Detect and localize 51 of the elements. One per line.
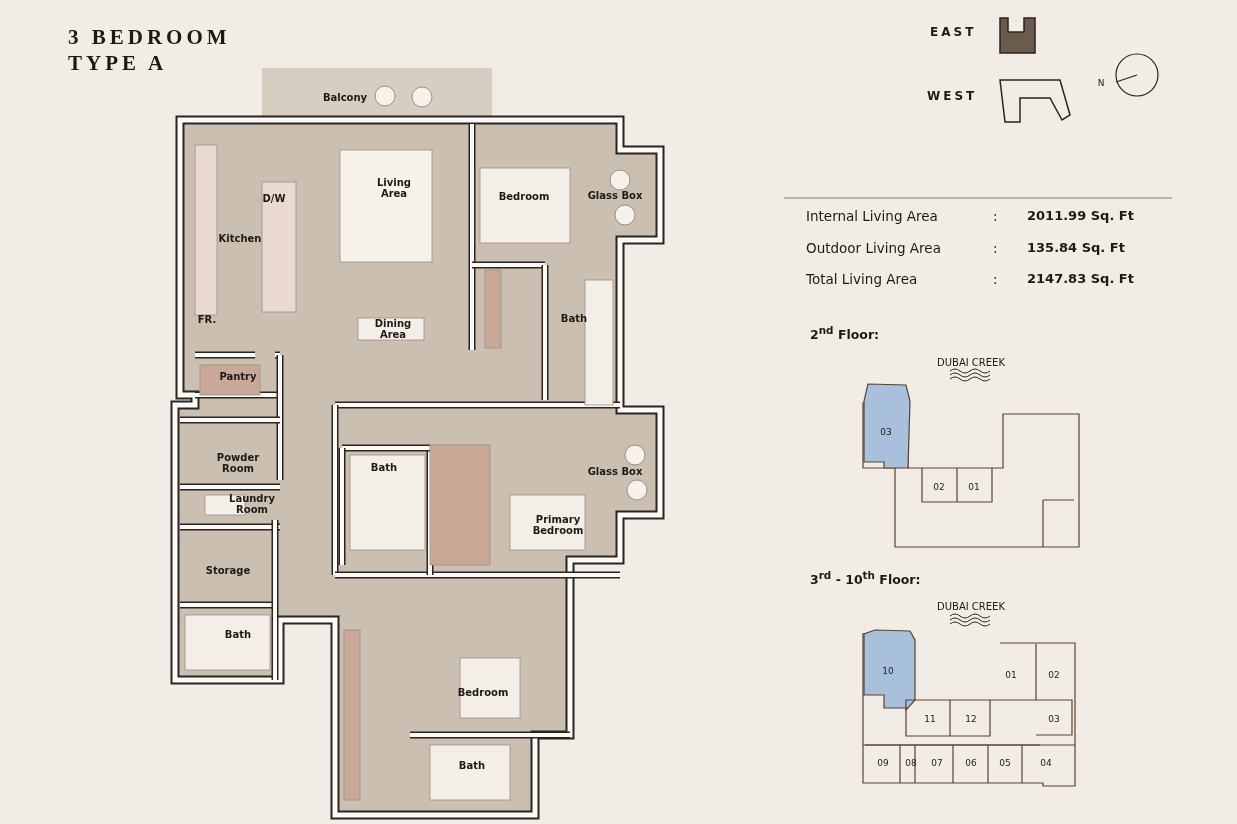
room-label: Primary Bedroom [531, 514, 585, 536]
room-label: Dining Area [373, 318, 413, 340]
area-value: 135.84 Sq. Ft [1027, 240, 1125, 255]
room-label: Bath [457, 759, 487, 771]
room-label: Bedroom [497, 190, 551, 202]
room-label: D/W [261, 192, 287, 204]
separator: : [993, 240, 998, 256]
room-label: Bedroom [456, 686, 510, 698]
area-value: 2011.99 Sq. Ft [1027, 208, 1134, 223]
compass-label: N [1097, 78, 1105, 88]
unit-number: 07 [931, 758, 943, 768]
unit-number: 04 [1040, 758, 1052, 768]
room-label: Glass Box [587, 465, 643, 477]
room-label: Bath [559, 312, 589, 324]
unit-number: 03 [1048, 714, 1060, 724]
floor-heading: 2$^{nd}$ Floor: [810, 324, 880, 343]
room-label: Storage [204, 564, 252, 576]
area-value: 2147.83 Sq. Ft [1027, 271, 1134, 286]
room-label: FR. [196, 313, 218, 325]
room-label: Balcony [321, 91, 369, 103]
area-label: Internal Living Area [806, 208, 938, 224]
unit-number: 12 [965, 714, 977, 724]
unit-number: 02 [1048, 670, 1060, 680]
room-label: Bath [223, 628, 253, 640]
area-label: Outdoor Living Area [806, 240, 941, 256]
unit-number: 03 [880, 427, 892, 437]
room-label: Bath [369, 461, 399, 473]
floor-heading: 3$^{rd}$ - 10$^{th}$ Floor: [810, 569, 921, 588]
unit-number: 01 [968, 482, 980, 492]
unit-number: 01 [1005, 670, 1017, 680]
plan-title: 3 BEDROOM TYPE A [68, 24, 232, 76]
separator: : [993, 271, 998, 287]
room-label: Kitchen [217, 232, 263, 244]
room-label: Powder Room [215, 452, 261, 474]
place-label: DUBAI CREEK [937, 356, 1005, 368]
unit-number: 06 [965, 758, 977, 768]
unit-number: 11 [924, 714, 936, 724]
unit-number: 10 [882, 666, 894, 676]
room-label: Glass Box [587, 189, 643, 201]
place-label: DUBAI CREEK [937, 600, 1005, 612]
unit-number: 08 [905, 758, 917, 768]
room-label: Living Area [376, 177, 412, 199]
room-label: Laundry Room [228, 493, 276, 515]
unit-number: 02 [933, 482, 945, 492]
unit-number: 09 [877, 758, 889, 768]
direction-label: EAST [930, 25, 977, 39]
room-label: Pantry [218, 370, 258, 382]
direction-label: WEST [927, 89, 978, 103]
unit-number: 05 [999, 758, 1011, 768]
area-label: Total Living Area [806, 271, 918, 287]
separator: : [993, 208, 998, 224]
